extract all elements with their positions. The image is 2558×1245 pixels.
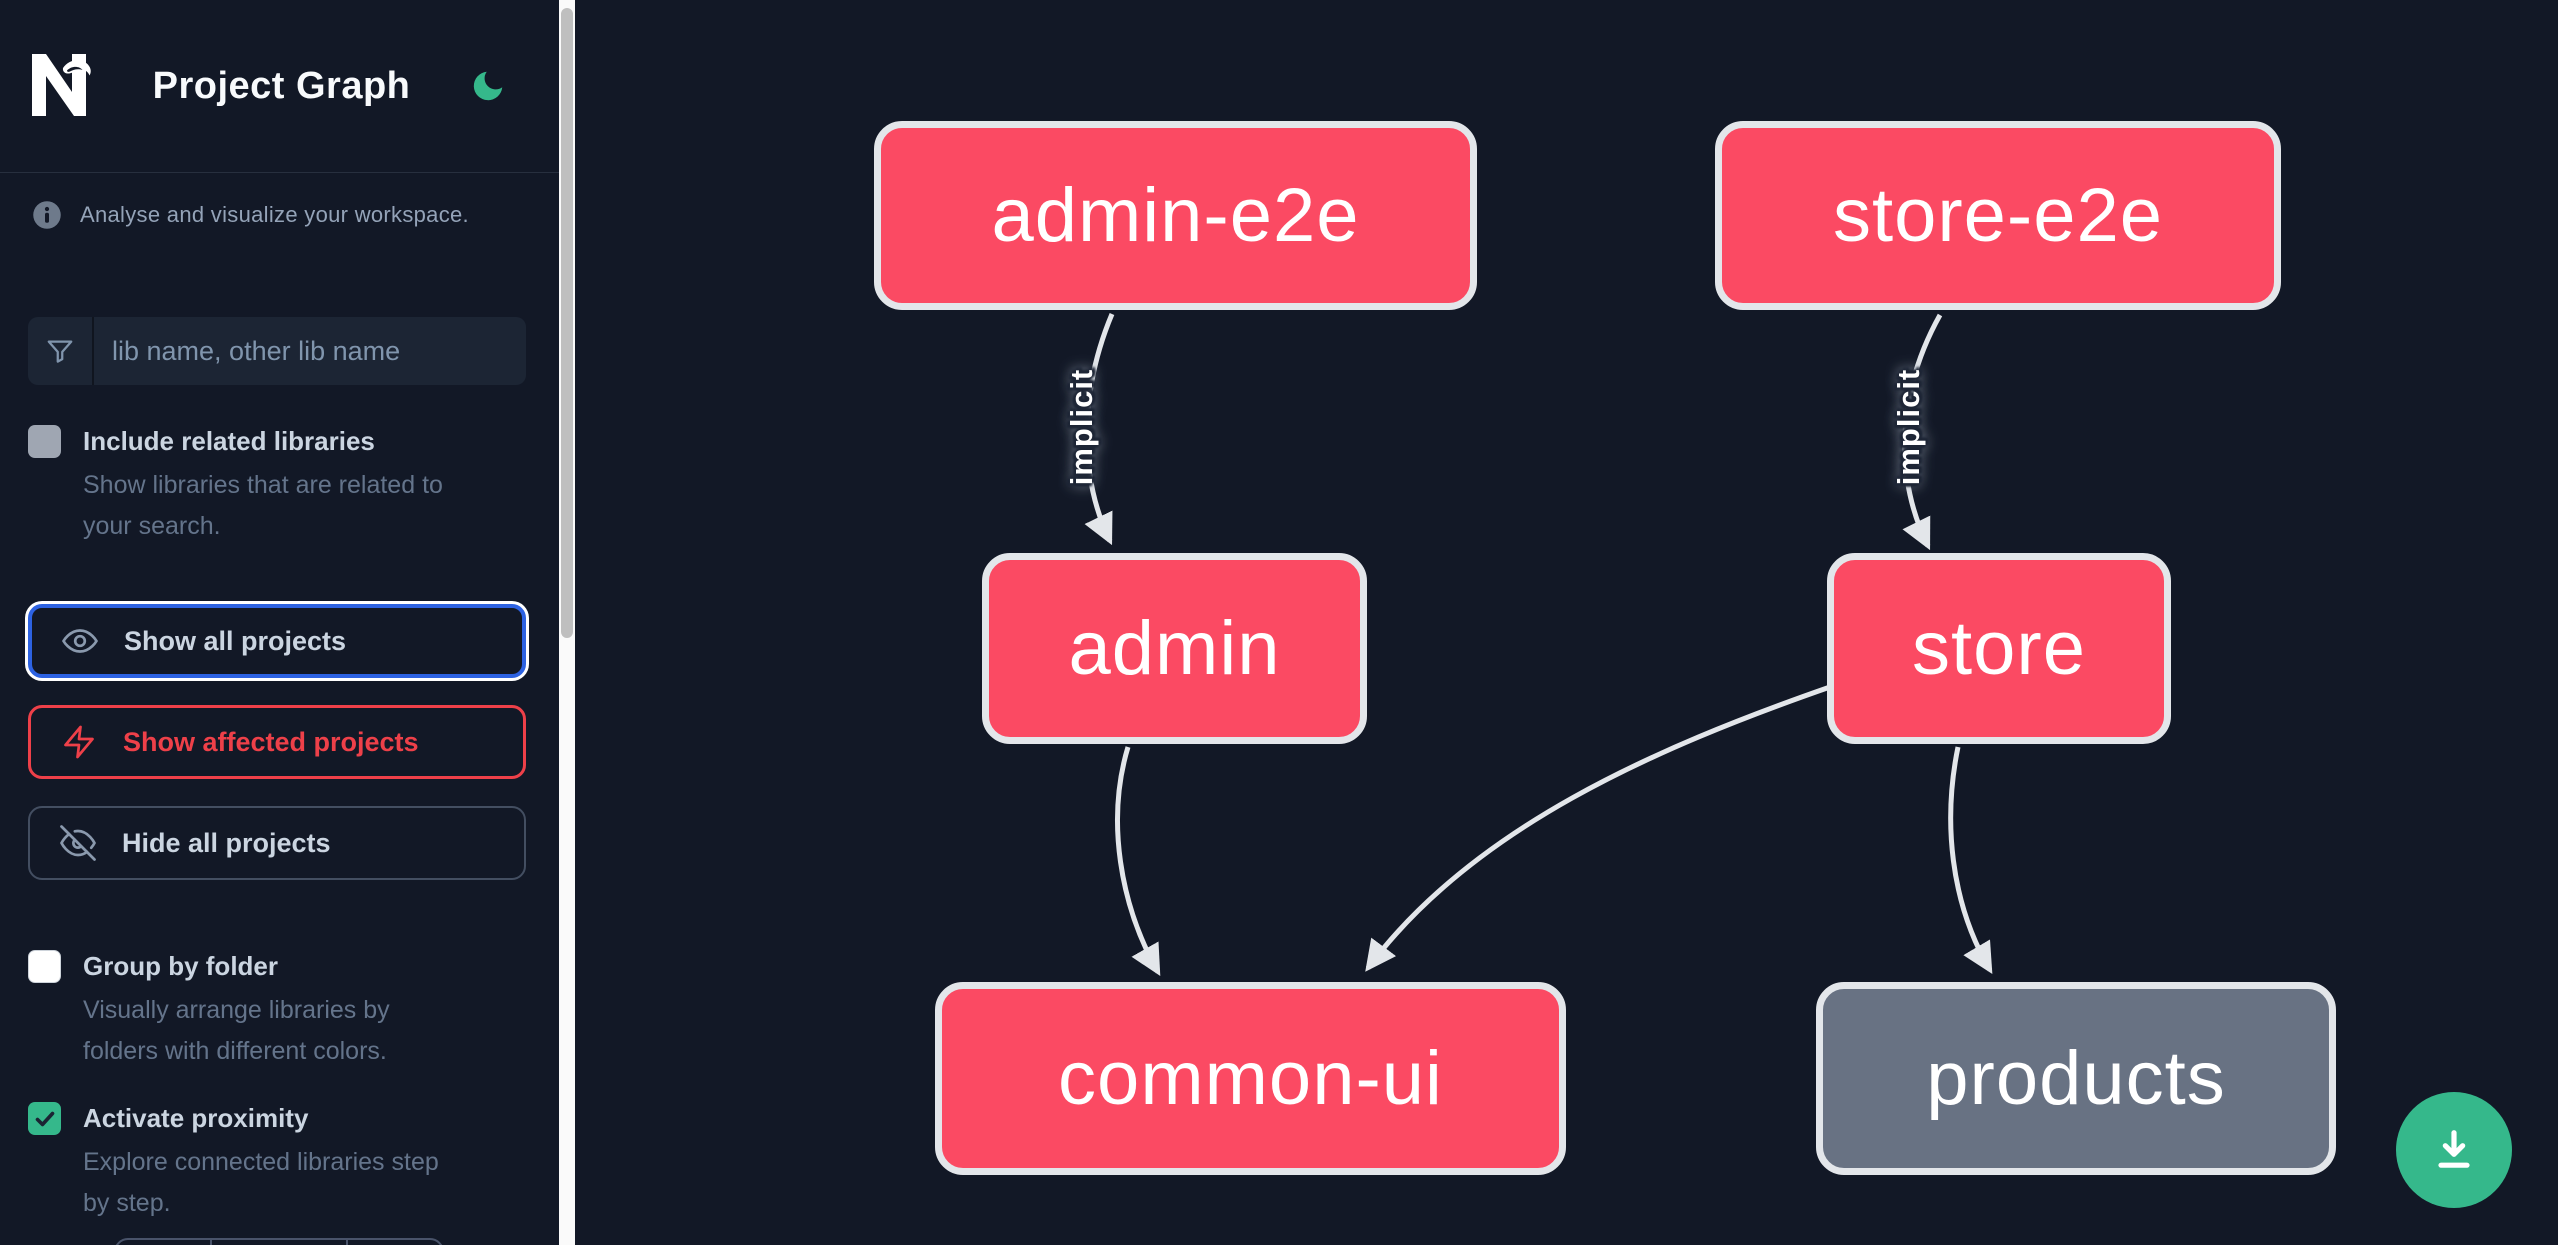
- graph-node-admin[interactable]: admin: [982, 553, 1367, 744]
- graph-node-store-e2e[interactable]: store-e2e: [1715, 121, 2281, 310]
- edge-admin-to-common-ui: [1115, 746, 1161, 977]
- activate-proximity-checkbox[interactable]: [28, 1102, 61, 1135]
- funnel-icon: [28, 317, 94, 385]
- page-title: Project Graph: [152, 64, 411, 107]
- edge-store-to-products: [1948, 746, 1993, 975]
- sidebar: Project Graph Analyse and visualize your…: [0, 0, 559, 1245]
- segment-option[interactable]: [212, 1240, 348, 1245]
- edge-label-implicit: implicit: [1064, 368, 1099, 486]
- toggle-include-related: Include related libraries Show libraries…: [28, 423, 528, 547]
- edge-store-e2e-to-store: [1902, 313, 1943, 551]
- segment-option[interactable]: [348, 1240, 442, 1245]
- toggle-description: Show libraries that are related to your …: [83, 471, 443, 540]
- edge-store-to-common-ui: [1365, 684, 1831, 972]
- workspace-info: Analyse and visualize your workspace.: [32, 200, 469, 230]
- graph-node-products[interactable]: products: [1816, 982, 2336, 1175]
- search-box: [28, 317, 526, 385]
- graph-node-common-ui[interactable]: common-ui: [935, 982, 1566, 1175]
- nx-logo: [30, 52, 94, 120]
- hide-all-projects-button[interactable]: Hide all projects: [28, 806, 526, 880]
- segment-option[interactable]: [116, 1240, 212, 1245]
- info-icon: [32, 200, 62, 230]
- graph-node-store[interactable]: store: [1827, 553, 2171, 744]
- button-label: Show affected projects: [123, 726, 419, 757]
- toggle-activate-proximity: Activate proximity Explore connected lib…: [28, 1100, 528, 1224]
- theme-toggle-button[interactable]: [469, 67, 507, 105]
- bolt-icon: [61, 724, 97, 760]
- show-affected-projects-button[interactable]: Show affected projects: [28, 705, 526, 779]
- button-label: Hide all projects: [122, 827, 331, 858]
- show-all-projects-button[interactable]: Show all projects: [28, 604, 526, 678]
- edge-label-implicit: implicit: [1891, 368, 1926, 486]
- eye-icon: [62, 623, 98, 659]
- toggle-description: Visually arrange libraries by folders wi…: [83, 996, 390, 1065]
- toggle-label: Group by folder: [83, 951, 278, 981]
- sidebar-header: Project Graph: [0, 0, 559, 173]
- graph-node-admin-e2e[interactable]: admin-e2e: [874, 121, 1477, 310]
- info-text: Analyse and visualize your workspace.: [80, 202, 469, 227]
- download-icon: [2428, 1124, 2480, 1176]
- edge-admin-e2e-to-admin: [1084, 313, 1115, 546]
- toggle-label: Include related libraries: [83, 426, 375, 456]
- include-related-checkbox[interactable]: [28, 425, 61, 458]
- moon-icon: [469, 67, 507, 105]
- sidebar-scrollbar-track: [559, 0, 575, 1245]
- toggle-label: Activate proximity: [83, 1103, 309, 1133]
- download-graph-button[interactable]: [2396, 1092, 2512, 1208]
- layout-segmented-control[interactable]: [114, 1238, 444, 1245]
- group-by-folder-checkbox[interactable]: [28, 950, 61, 983]
- eye-off-icon: [60, 825, 96, 861]
- search-input[interactable]: [94, 317, 526, 385]
- toggle-description: Explore connected libraries step by step…: [83, 1148, 439, 1217]
- check-icon: [35, 1111, 54, 1126]
- toggle-group-by-folder: Group by folder Visually arrange librari…: [28, 948, 528, 1072]
- sidebar-scrollbar-thumb[interactable]: [561, 8, 573, 638]
- button-label: Show all projects: [124, 625, 347, 656]
